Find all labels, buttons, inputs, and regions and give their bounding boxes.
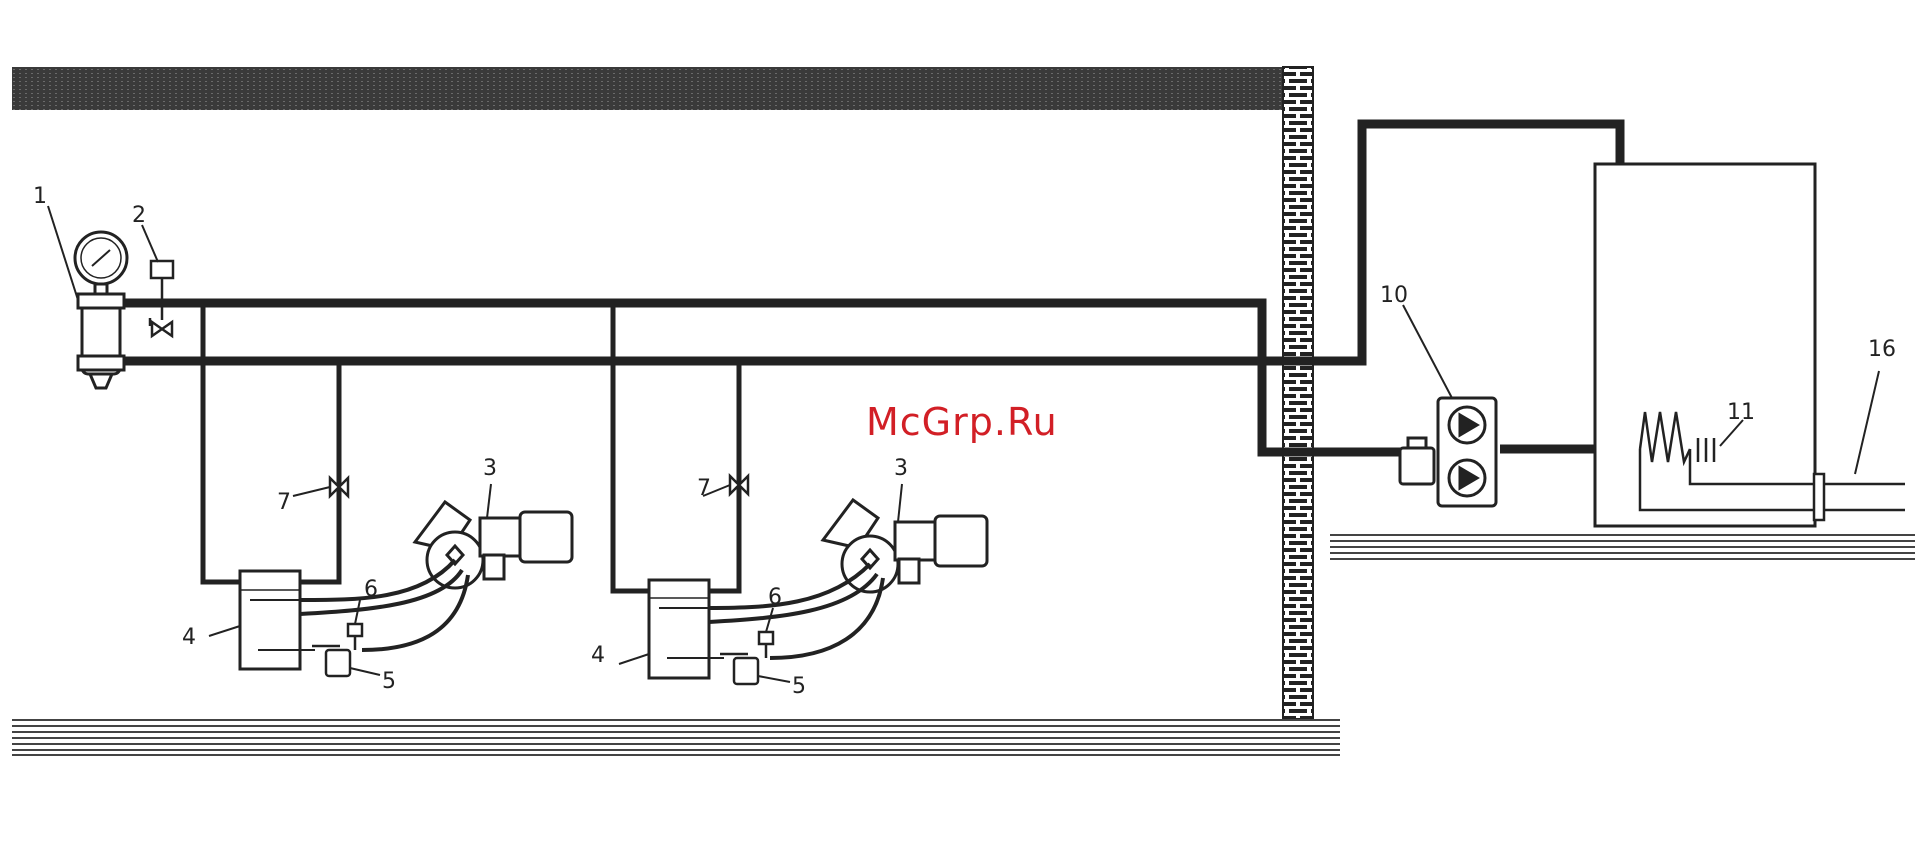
label-6-burner-1: 6	[364, 577, 378, 602]
label-1: 1	[33, 184, 47, 209]
label-10: 10	[1380, 283, 1408, 308]
supply-pipe	[120, 303, 1410, 452]
oil-storage-tank	[1595, 164, 1815, 526]
label-16: 16	[1868, 337, 1896, 362]
label-4-burner-1: 4	[182, 625, 196, 650]
oil-filter-2	[720, 632, 773, 684]
branch-pipes-1	[203, 303, 339, 582]
label-6-burner-2: 6	[768, 585, 782, 610]
label-5-burner-2: 5	[792, 674, 806, 699]
label-3-burner-1: 3	[483, 456, 497, 481]
oil-burner-2	[823, 500, 987, 592]
oil-pump-unit	[1400, 398, 1496, 506]
label-11: 11	[1727, 400, 1755, 425]
watermark: McGrp.Ru	[866, 400, 1058, 444]
label-2: 2	[132, 203, 146, 228]
label-7-burner-2: 7	[697, 476, 711, 501]
return-pipe	[120, 124, 1620, 361]
oil-deaerator-1	[240, 571, 320, 669]
label-4-burner-2: 4	[591, 643, 605, 668]
gauge-filter-unit	[75, 232, 127, 388]
oil-deaerator-2	[649, 580, 729, 678]
branch-pipes-2	[613, 303, 739, 591]
label-7-burner-1: 7	[277, 490, 291, 515]
oil-hoses-1	[300, 560, 468, 650]
label-3-burner-2: 3	[894, 456, 908, 481]
brick-wall	[1283, 67, 1313, 719]
ceiling-slab	[12, 67, 1306, 110]
tank-flange	[1814, 474, 1824, 520]
floor-right	[1330, 535, 1915, 559]
floor-left	[12, 720, 1340, 755]
label-5-burner-1: 5	[382, 669, 396, 694]
